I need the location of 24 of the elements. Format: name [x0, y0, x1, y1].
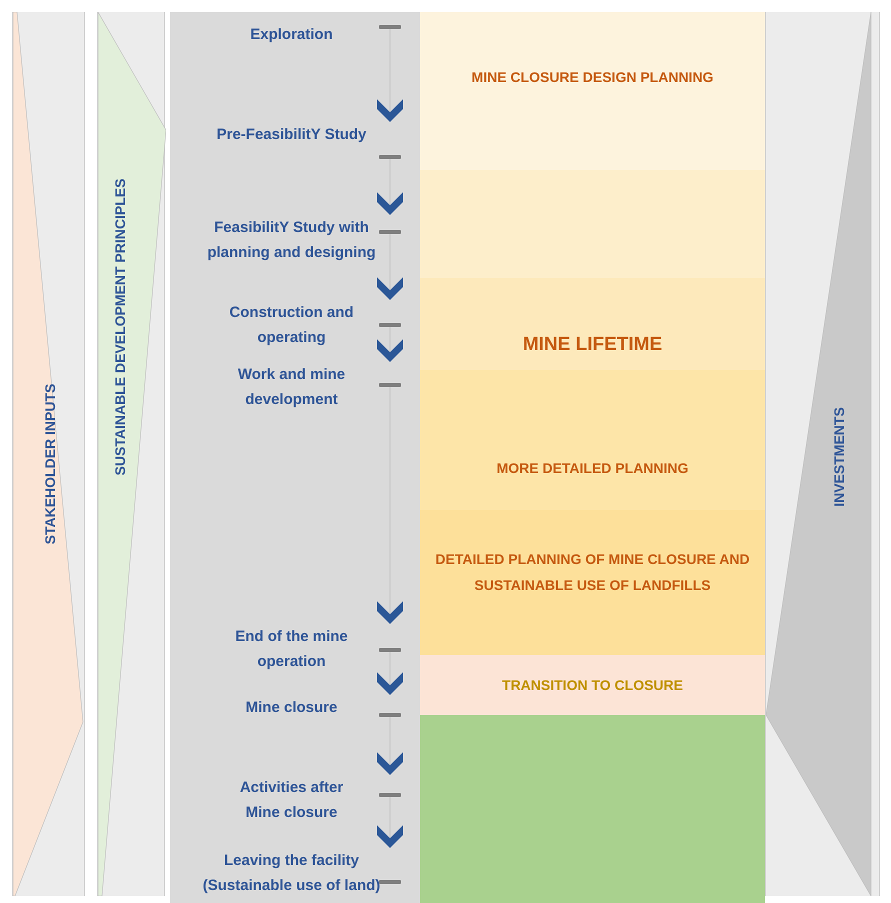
phase-band: [420, 370, 765, 510]
phase-label: MORE DETAILED PLANNING: [496, 459, 690, 478]
phase-title: MINE LIFETIME: [522, 333, 664, 357]
stage-label: Exploration: [175, 22, 420, 80]
phase-band: [420, 655, 765, 715]
stage-label: Construction and operating: [175, 300, 420, 350]
stage-label: Pre-FeasibilitY Study: [175, 122, 420, 178]
phase-label: TRANSITION TO CLOSURE: [501, 676, 684, 695]
stage-label: End of the mine operation: [175, 624, 420, 674]
column-label: INVESTMENTS: [831, 407, 847, 507]
column-label: SUSTAINABLE DEVELOPMENT PRINCIPLES: [112, 178, 128, 476]
phase-band: [420, 170, 765, 278]
stage-label: FeasibilitY Study with planning and designing: [175, 215, 420, 265]
phase-band: [420, 278, 765, 370]
phase-label: DETAILED PLANNING OF MINE CLOSURE AND SUSTAINABLE USE OF LANDFILLS: [434, 550, 751, 595]
phase-band: [420, 715, 765, 903]
column-label: STAKEHOLDER INPUTS: [42, 384, 58, 544]
phase-band: [420, 510, 765, 655]
stage-label: Mine closure: [175, 695, 420, 725]
phase-label: MINE CLOSURE DESIGN PLANNING: [470, 68, 714, 87]
stage-label: Work and mine development: [175, 362, 420, 495]
stage-label: Leaving the facility (Sustainable use of land): [175, 848, 420, 900]
stage-label: Activities after Mine closure: [175, 775, 420, 827]
phase-band: [420, 12, 765, 170]
